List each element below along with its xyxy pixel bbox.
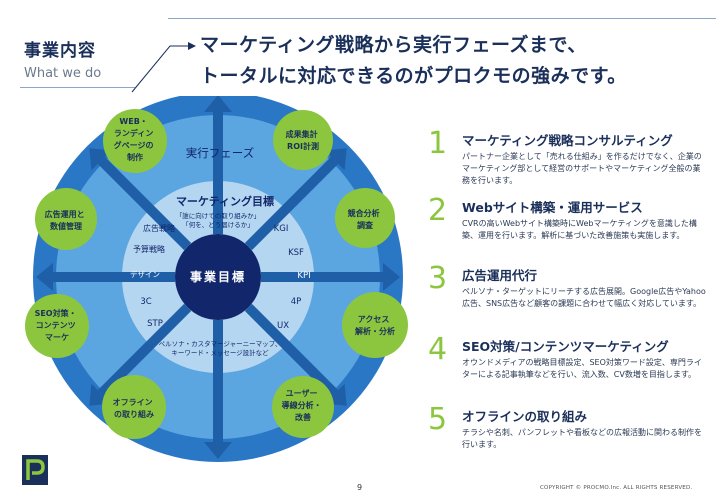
pointer-arrow-icon	[131, 42, 196, 93]
copyright: COPYRIGHT © PROCMO.Inc. ALL RIGHTS RESER…	[540, 485, 693, 491]
page-title: 事業内容	[24, 41, 96, 61]
service-number: 4	[428, 332, 448, 367]
goal-sub-2: 「何を、どう届けるか」	[182, 220, 254, 229]
service-desc: チラシや名刺、パンフレットや看板などの広報活動に関わる制作を行います。	[462, 428, 702, 449]
service-number: 2	[428, 193, 448, 228]
service-desc: CVRの高いWebサイト構築時にWebマーケティングを意識した構築、運用を行いま…	[462, 219, 697, 240]
outer-circle-roi: 成果集計 ROI計測	[273, 110, 333, 170]
keyword-design: デザイン	[130, 269, 160, 279]
keyword-kpi: KPI	[297, 271, 310, 281]
svg-text:WEB・ ランディン グページの: WEB・ ランディン グページの 制作	[114, 117, 157, 162]
svg-text:広告運用と 数値管理: 広告運用と 数値管理	[45, 209, 88, 231]
outer-circle-competitor: 競合分析 調査	[335, 188, 395, 248]
svg-text:SEO対策・ コンテンツ マーケ: SEO対策・ コンテンツ マーケ	[35, 308, 80, 342]
service-number: 5	[428, 402, 448, 437]
bottom-note-2: キーワード・メッセージ設計など	[171, 348, 269, 357]
bottom-note-1: ペルソナ・カスタマージャーニーマップ、	[159, 339, 282, 348]
svg-text:競合分析 調査: 競合分析 調査	[348, 208, 383, 230]
service-desc: ペルソナ・ターゲットにリーチする広告展開。Google広告やYahoo広告、SN…	[462, 287, 706, 308]
svg-text:アクセス 解析・分析: アクセス 解析・分析	[355, 314, 395, 336]
service-title: Webサイト構築・運用サービス	[462, 200, 643, 215]
svg-text:ユーザー 導線分析・ 改善: ユーザー 導線分析・ 改善	[282, 389, 325, 422]
headline-line-2: トータルに対応できるのがプロクモの強みです。	[200, 65, 627, 87]
goal-title: マーケティング目標	[176, 194, 274, 208]
service-title: SEO対策/コンテンツマーケティング	[462, 339, 669, 354]
page-number: 9	[357, 483, 363, 492]
keyword-budget: 予算戦略	[133, 244, 165, 254]
header-rule	[168, 18, 716, 19]
service-desc: パートナー企業として「売れる仕組み」を作るだけでなく、企業のマーケティング部とし…	[462, 152, 702, 185]
goal-sub-1: 「誰に向けての取り組みか」	[176, 211, 261, 220]
outer-circle-ads: 広告運用と 数値管理	[35, 188, 97, 250]
keyword-ux: UX	[277, 321, 289, 331]
outer-circle-web: WEB・ ランディン グページの 制作	[103, 109, 167, 173]
service-title: オフラインの取り組み	[462, 409, 588, 424]
outer-circle-seo: SEO対策・ コンテンツ マーケ	[25, 294, 89, 358]
service-number: 3	[428, 261, 448, 296]
service-desc: オウンドメディアの戦略目標設定、SEO対策ワード設定、専門ライターによる記事執筆…	[462, 358, 702, 379]
keyword-ad-strategy: 広告戦略	[143, 223, 175, 233]
core-label: 事業目標	[190, 269, 246, 284]
direction-arrows	[36, 96, 400, 459]
svg-text:オフライン の取り組み: オフライン の取り組み	[113, 398, 156, 419]
keyword-stp: STP	[147, 319, 163, 329]
service-title: マーケティング戦略コンサルティング	[462, 133, 673, 148]
outer-circle-access: アクセス 解析・分析	[342, 292, 408, 358]
service-title: 広告運用代行	[462, 268, 538, 283]
phase-label: 実行フェーズ	[186, 146, 254, 160]
page-subtitle: What we do	[24, 66, 102, 81]
title-underline	[20, 87, 135, 88]
keyword-4p: 4P	[291, 297, 302, 307]
keyword-ksf: KSF	[288, 248, 304, 258]
keyword-3c: 3C	[140, 297, 151, 307]
keyword-kgi: KGI	[274, 224, 289, 234]
outer-circle-user-flow: ユーザー 導線分析・ 改善	[272, 376, 334, 438]
core-circle	[175, 234, 261, 320]
procmo-logo-icon	[22, 455, 48, 485]
headline: マーケティング戦略から実行フェーズまで、 トータルに対応できるのがプロクモの強み…	[200, 30, 627, 92]
headline-line-1: マーケティング戦略から実行フェーズまで、	[200, 34, 587, 56]
strategy-diagram: 実行フェーズ マーケティング目標 「誰に向けての取り組みか」 「何を、どう届ける…	[25, 96, 408, 462]
outer-circle-offline: オフライン の取り組み	[102, 375, 166, 439]
service-number: 1	[428, 126, 448, 161]
svg-text:成果集計 ROI計測: 成果集計 ROI計測	[286, 129, 321, 151]
